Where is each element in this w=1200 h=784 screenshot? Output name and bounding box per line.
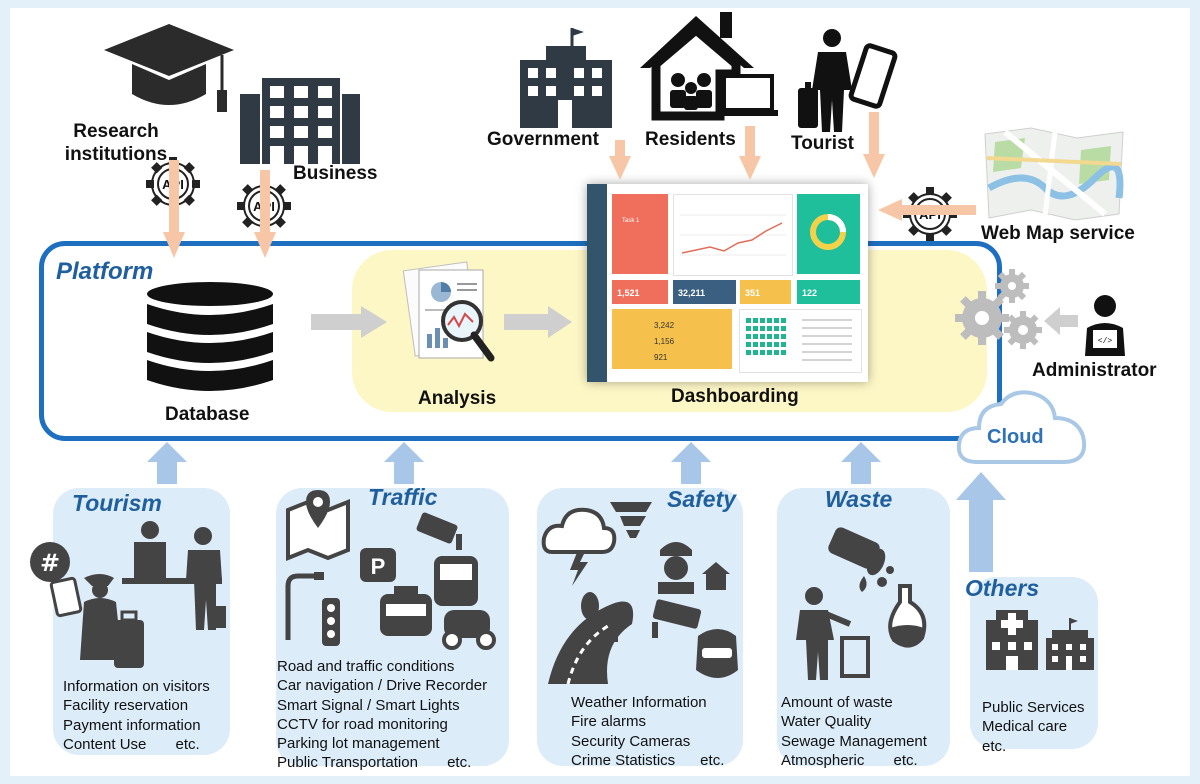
waste-item: Atmospheric etc. (781, 751, 918, 769)
traffic-items: Road and traffic conditions Car navigati… (277, 657, 487, 773)
tourism-icons: # (30, 521, 226, 668)
arrow-business-to-database (254, 170, 276, 258)
traffic-item: Road and traffic conditions (277, 658, 455, 675)
dashboard-stat-1: 1,521 (612, 280, 668, 304)
dashboard-stat-3-value: 351 (745, 288, 761, 298)
dashboard-line-chart (680, 214, 786, 256)
others-title: Others (965, 575, 1040, 601)
administrator-icon: </> (1085, 295, 1125, 356)
traffic-item: Parking lot management (277, 735, 440, 753)
others-icons (986, 610, 1094, 670)
arrow-safety-up (671, 442, 711, 484)
dashboard-stat-3: 351 (740, 280, 791, 304)
tourism-title: Tourism (72, 490, 162, 516)
traffic-title: Traffic (368, 484, 438, 510)
safety-item: Crime Statistics etc. (571, 751, 725, 769)
cloud-label: Cloud (987, 426, 1044, 448)
safety-item: Fire alarms (571, 713, 647, 731)
traffic-item: CCTV for road monitoring (277, 715, 448, 733)
tourism-item: Information on visitors (63, 678, 210, 695)
arrow-government-to-dashboard (609, 140, 631, 180)
residents-house-icon (640, 12, 778, 121)
safety-item: Weather Information (571, 694, 707, 711)
dashboard-row-1: 3,242 (654, 321, 675, 330)
tourism-items: Information on visitors Facility reserva… (63, 677, 210, 754)
arrow-residents-to-dashboard (739, 126, 761, 180)
arrow-tourism-up (147, 442, 187, 484)
tourism-item: Payment information (63, 716, 201, 734)
dashboard-line-card (673, 194, 793, 276)
dashboard-heat-grid (746, 318, 852, 361)
safety-icons (541, 502, 738, 685)
business-building-icon (240, 78, 360, 164)
dashboard-mockup: Task 1 1,521 32,211 351 122 3,242 1,156 … (587, 184, 868, 382)
dashboard-grid-card (739, 309, 862, 373)
waste-item: Amount of waste (781, 694, 893, 711)
government-label: Government (487, 129, 599, 150)
arrow-database-analysis (311, 306, 387, 338)
analysis-report-icon (402, 261, 495, 362)
tourist-label: Tourist (791, 133, 854, 154)
administrator-label: Administrator (1032, 360, 1157, 381)
business-label: Business (293, 163, 378, 184)
database-label: Database (165, 404, 250, 425)
dashboard-yellow-table: 3,242 1,156 921 (612, 309, 732, 369)
arrow-others-up (956, 472, 1006, 572)
arrow-admin-to-gears (1044, 307, 1078, 335)
svg-text:</>: </> (1098, 337, 1113, 346)
residents-label: Residents (645, 129, 736, 150)
dashboard-stat-4: 122 (797, 280, 860, 304)
traffic-item: Car navigation / Drive Recorder (277, 677, 488, 695)
others-items: Public Services Medical care etc. (982, 698, 1085, 756)
platform-title: Platform (56, 258, 154, 285)
tourism-item: Facility reservation (63, 697, 189, 715)
web-map-label: Web Map service (981, 223, 1135, 244)
research-label-text: Research institutions (64, 121, 168, 165)
others-item: Public Services (982, 699, 1085, 716)
dashboard-stat-2-value: 32,211 (678, 288, 706, 298)
research-institutions-label: Research institutions (46, 120, 186, 166)
graduation-cap-icon (104, 24, 234, 112)
others-item: Medical care (982, 718, 1068, 736)
others-item: etc. (982, 737, 1007, 755)
tourist-icon (798, 29, 898, 132)
traffic-icons: P (285, 490, 496, 650)
government-building-icon (520, 28, 612, 128)
gears-icon (955, 269, 1042, 349)
safety-items: Weather Information Fire alarms Security… (571, 693, 724, 770)
arrow-tourist-to-dashboard (863, 112, 885, 178)
dashboarding-label: Dashboarding (671, 386, 799, 407)
database-icon (147, 282, 273, 391)
dashboard-task-label: Task 1 (622, 218, 640, 224)
dashboard-card-red: Task 1 (612, 194, 668, 274)
dashboard-stat-2: 32,211 (673, 280, 736, 304)
dashboard-card-teal (797, 194, 860, 274)
safety-title: Safety (667, 486, 737, 512)
analysis-label: Analysis (418, 388, 497, 409)
tourism-item: Content Use etc. (63, 735, 200, 753)
svg-text:P: P (371, 554, 386, 579)
dashboard-stat-4-value: 122 (802, 288, 818, 298)
svg-text:#: # (40, 549, 60, 577)
traffic-item: Public Transportation etc. (277, 754, 472, 772)
platform-frame (39, 241, 1002, 441)
safety-item: Security Cameras (571, 732, 691, 750)
waste-icons (796, 527, 927, 680)
web-map-icon (984, 127, 1124, 221)
waste-item: Sewage Management (781, 732, 927, 750)
dashboard-stat-1-value: 1,521 (617, 288, 640, 298)
dashboard-row-3: 921 (654, 353, 668, 362)
arrow-analysis-dashboard (504, 306, 572, 338)
arrow-waste-up (841, 442, 881, 484)
dashboard-sidebar (587, 184, 607, 382)
waste-item: Water Quality (781, 713, 872, 731)
arrow-research-to-database (163, 160, 185, 258)
arrow-traffic-up (384, 442, 424, 484)
arrow-webmap-to-dashboard (878, 199, 976, 221)
dashboard-row-2: 1,156 (654, 337, 675, 346)
cloud-icon (956, 390, 1086, 464)
waste-title: Waste (825, 486, 893, 512)
waste-items: Amount of waste Water Quality Sewage Man… (781, 693, 927, 770)
traffic-item: Smart Signal / Smart Lights (277, 696, 460, 714)
